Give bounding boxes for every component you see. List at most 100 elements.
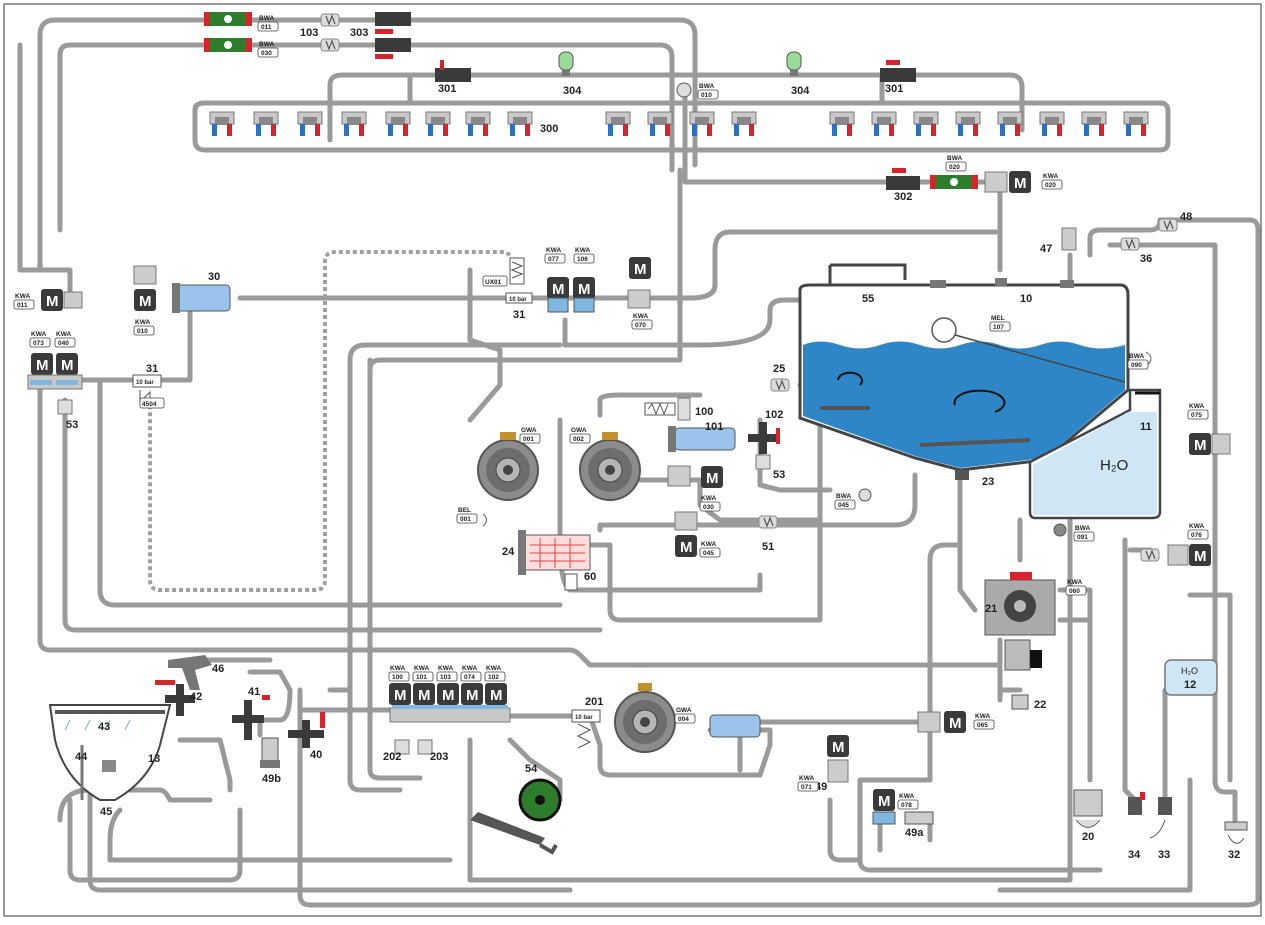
label-n43: 43 [98, 721, 110, 733]
valve-47 [1061, 227, 1077, 251]
tag-kwa071-type: KWA [799, 775, 814, 782]
tag-kwa011-type: KWA [15, 293, 30, 300]
tag-mel107-id: 107 [993, 324, 1004, 331]
valve-bank: M M M M M [389, 683, 511, 723]
labels: 1011121320212223242530313132333436404142… [66, 27, 1240, 861]
label-n22: 22 [1034, 699, 1046, 711]
label-n102: 102 [765, 409, 783, 421]
ball-valve-301-right [880, 60, 916, 82]
filter-30 [172, 283, 231, 313]
tag-ux01-text: UX01 [485, 279, 502, 286]
tag-kwa074-type: KWA [462, 665, 477, 672]
label-n303: 303 [350, 27, 368, 39]
motor-letter: M [949, 715, 962, 732]
motor-letter: M [578, 281, 591, 298]
label-n48: 48 [1180, 211, 1192, 223]
tag-kwa030-id: 030 [703, 504, 714, 511]
motor-letter: M [680, 539, 693, 556]
label-n51: 51 [762, 541, 774, 553]
valve-303a [375, 12, 411, 34]
tag-bwa011-id: 011 [261, 24, 272, 31]
tag-kwa065-id: 065 [977, 722, 988, 729]
manifold-valve [341, 111, 367, 137]
label-n304b: 304 [791, 85, 810, 97]
top-manifold [209, 111, 1149, 137]
pump-gwa004-top [638, 683, 652, 691]
tag-kwa102-type: KWA [486, 665, 501, 672]
manifold-valve [647, 111, 673, 137]
tag-kwa106-id: 106 [577, 256, 588, 263]
manifold-valve [731, 111, 757, 137]
label-n33: 33 [1158, 849, 1170, 861]
tag-gwa001: GWA 001 [519, 427, 541, 444]
valve-kwa073: M [31, 353, 53, 375]
motor-letter: M [394, 687, 407, 704]
spray-lance [470, 812, 558, 855]
check-valve-51 [758, 515, 778, 529]
tag-kwa101-id: 101 [416, 674, 427, 681]
tag-kwa070-id: 070 [635, 322, 646, 329]
pump-gwa002 [579, 439, 641, 501]
gauge-045 [858, 488, 872, 502]
label-n203: 203 [430, 751, 448, 763]
tag-bwa030-id: 030 [261, 50, 272, 57]
label-n45: 45 [100, 806, 112, 818]
label-n60: 60 [584, 571, 596, 583]
ball-valve-302 [886, 168, 920, 190]
manifold-valve [1081, 111, 1107, 137]
manifold-valve [913, 111, 939, 137]
tag-bwa011-type: BWA [259, 15, 274, 22]
relief-valve-201 [571, 709, 601, 749]
tag-kwa076-id: 076 [1191, 532, 1202, 539]
motor-letter: M [139, 293, 152, 310]
tag-kwa010-type: KWA [135, 319, 150, 326]
label-n46: 46 [212, 663, 224, 675]
water-tank-label: H₂O [1100, 457, 1128, 474]
manifold-valve [1123, 111, 1149, 137]
label-n301b: 301 [885, 83, 903, 95]
label-n300: 300 [540, 123, 558, 135]
label-n23: 23 [982, 476, 994, 488]
water-tank: H₂O [1028, 388, 1162, 537]
tag-kwa073-id: 073 [33, 340, 44, 347]
tag-gwa001-type: GWA [521, 427, 537, 434]
manifold-valve [829, 111, 855, 137]
manifold-valve [253, 111, 279, 137]
motor-letter: M [442, 687, 455, 704]
label-n13: 13 [148, 753, 160, 765]
pressure-p31b: 10 bar [136, 380, 154, 386]
flow-meter-020 [930, 175, 978, 189]
nozzle-304-left [558, 51, 574, 76]
label-n24: 24 [502, 546, 515, 558]
valve-303b [375, 38, 411, 59]
pump-gwa001-top [500, 432, 516, 440]
motor-letter: M [878, 793, 891, 810]
tag-kwa045-type: KWA [701, 541, 716, 548]
wash-bowl [48, 704, 172, 801]
spray-gun-46 [168, 655, 212, 690]
tag-kwa065-type: KWA [975, 713, 990, 720]
tag-bwa010-id: 010 [701, 92, 712, 99]
tag-kwa071-id: 071 [801, 784, 812, 791]
label-n42: 42 [190, 691, 202, 703]
label-n40: 40 [310, 749, 322, 761]
tag-bwa010-type: BWA [699, 83, 714, 90]
tag-bwa091-type: BWA [1075, 525, 1090, 532]
tag-gwa001-id: 001 [523, 436, 534, 443]
tag-kwa020-id: 020 [1045, 182, 1056, 189]
tag-kwa103-id: 103 [440, 674, 451, 681]
label-n20: 20 [1082, 831, 1094, 843]
tag-kwa103-type: KWA [438, 665, 453, 672]
tag-bwa045-id: 045 [838, 502, 849, 509]
valve-kwa078: M [872, 789, 934, 825]
